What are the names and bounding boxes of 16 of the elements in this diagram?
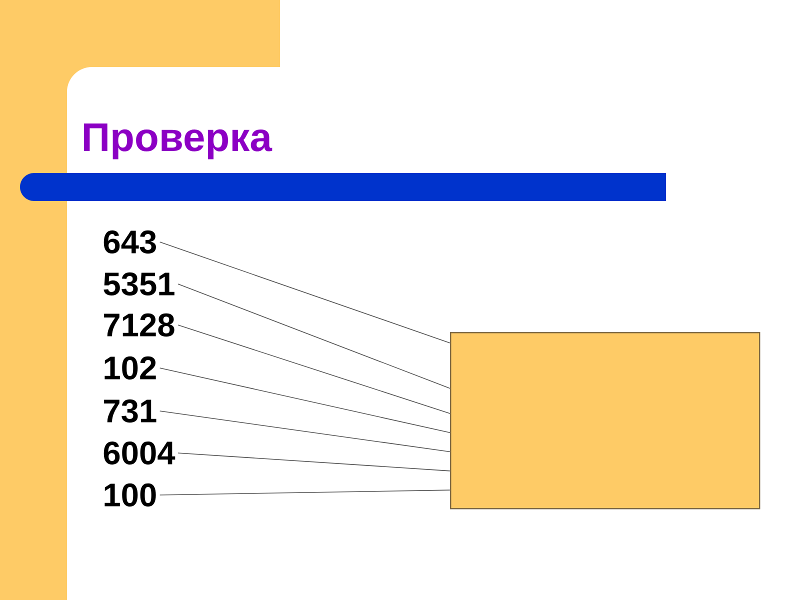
empty-box [450, 332, 760, 510]
connector-line [159, 410, 450, 452]
connector-line [178, 452, 450, 472]
number-label: 731 [104, 399, 156, 423]
number-label: 100 [104, 483, 156, 507]
title: Проверка [84, 123, 272, 160]
number-label: 5351 [104, 272, 174, 296]
connector-line [178, 284, 450, 389]
connector-line [159, 242, 450, 344]
number-label: 7128 [104, 313, 174, 337]
number-label: 6004 [104, 441, 176, 465]
connector-line [159, 368, 450, 434]
number-label: 643 [104, 230, 156, 254]
connector-line [178, 324, 450, 414]
number-label: 102 [104, 356, 156, 380]
connector-line [159, 490, 450, 496]
